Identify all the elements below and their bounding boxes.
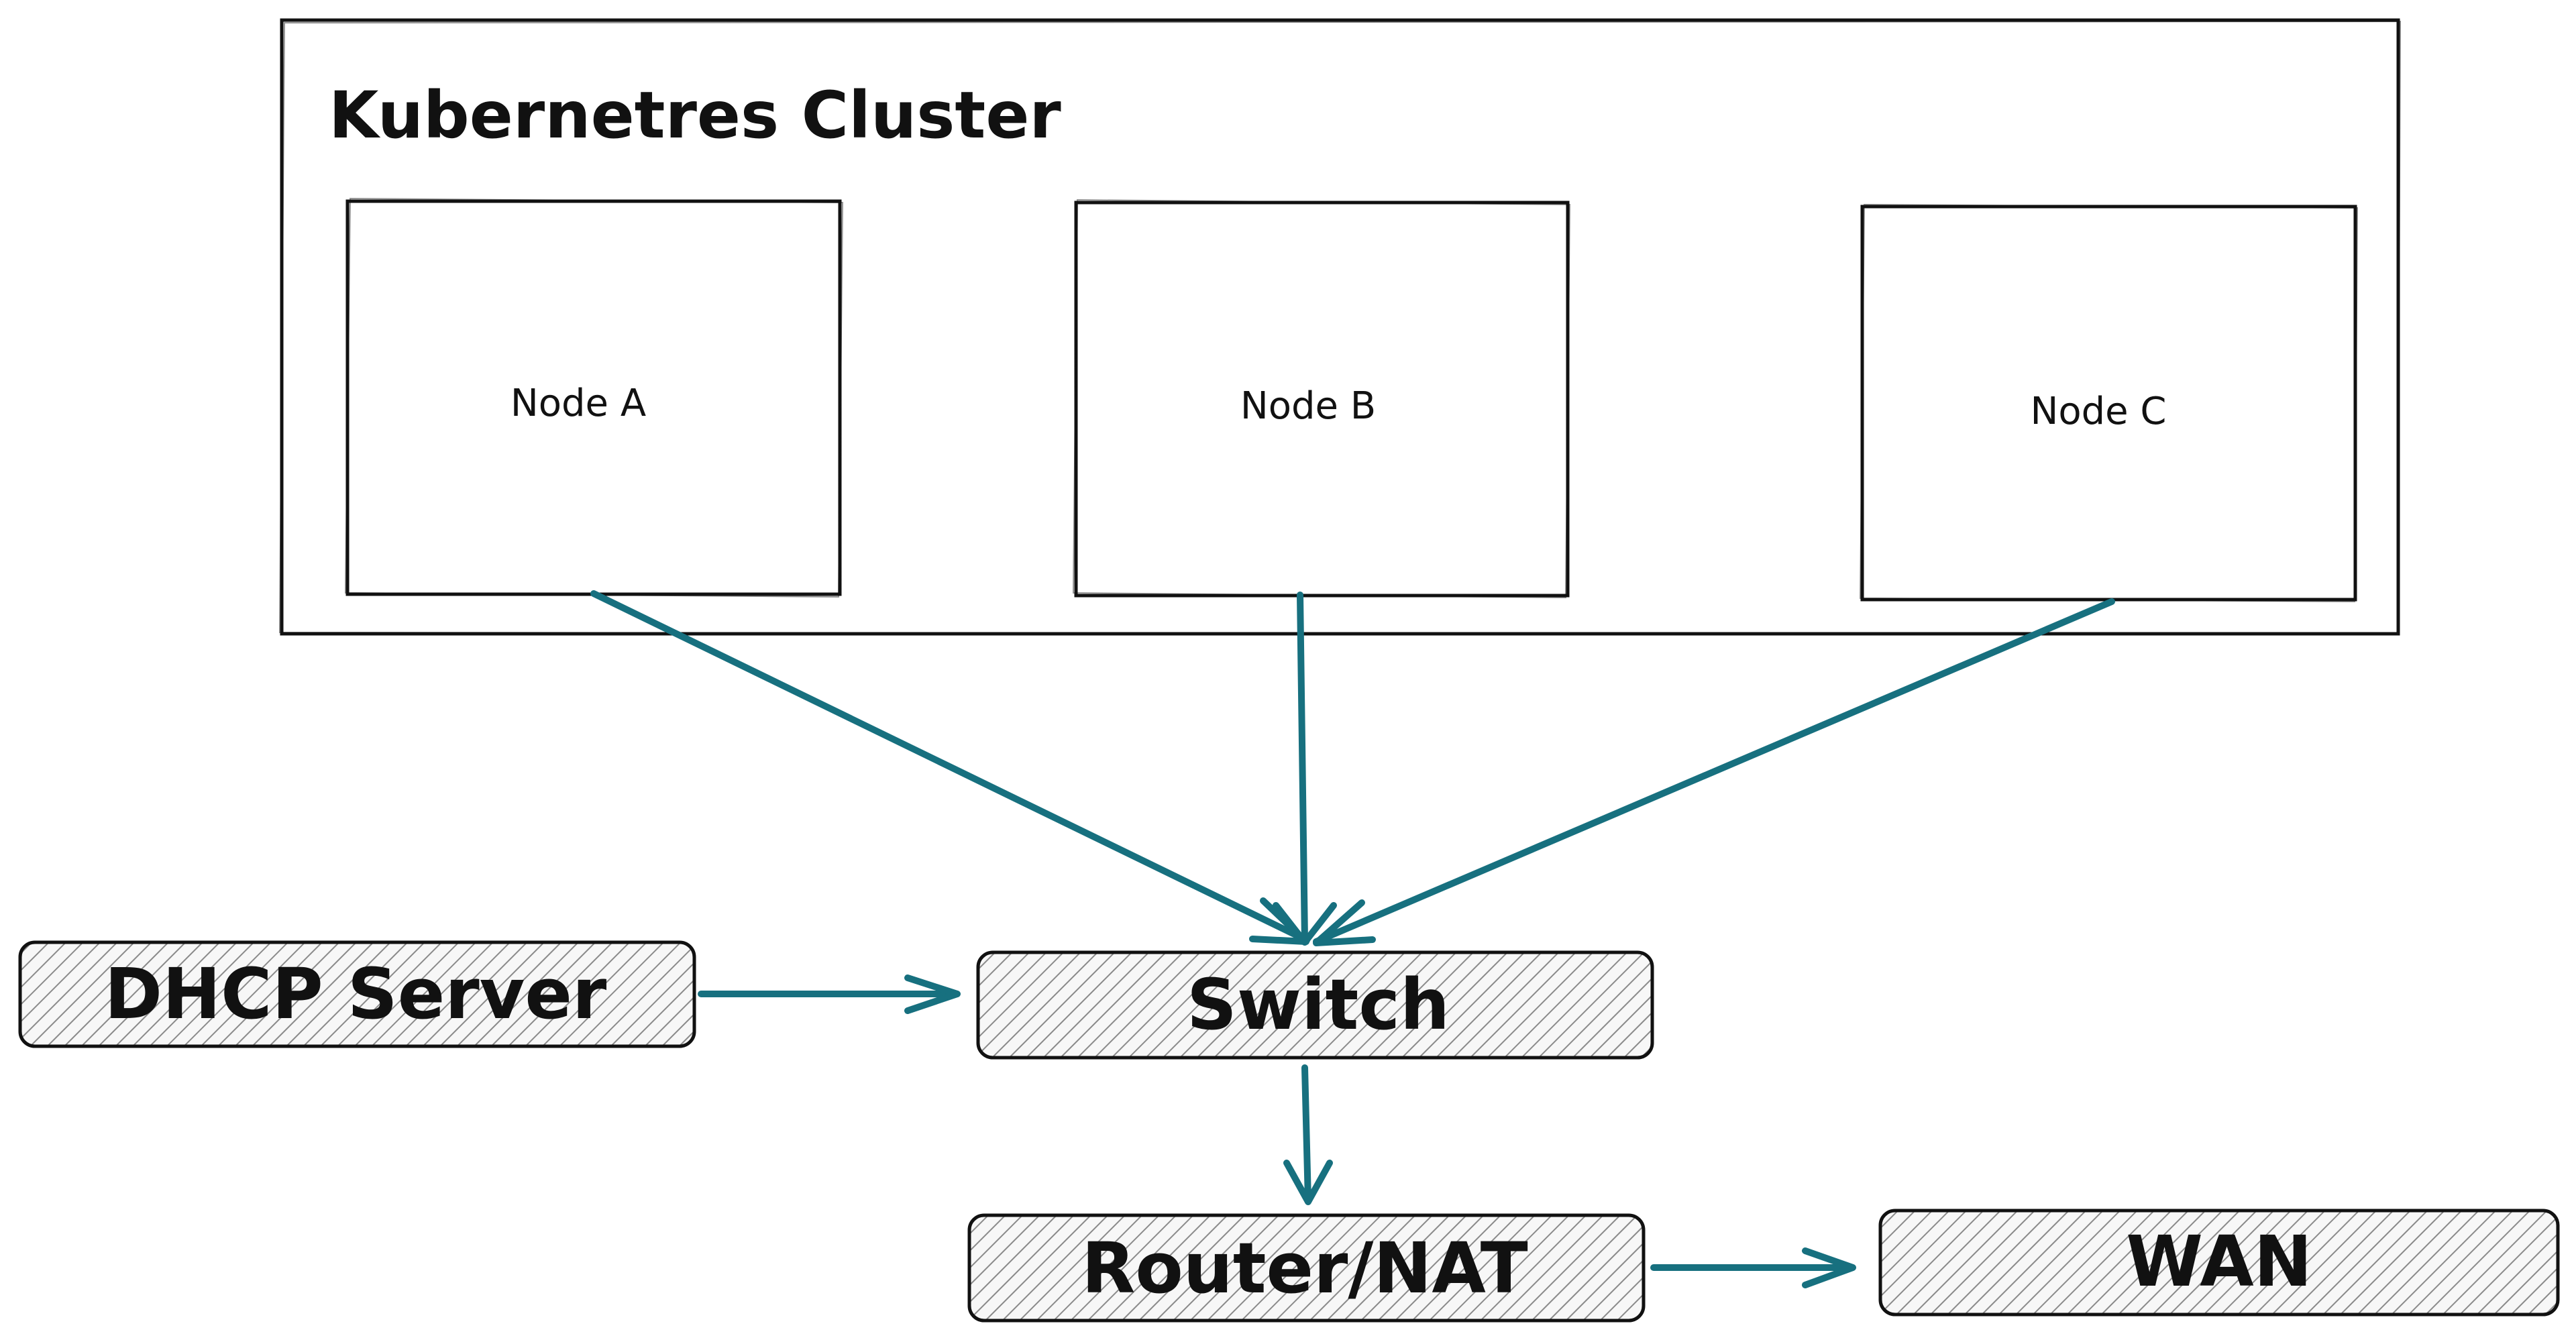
node-c-to-switch-arrow [1313, 598, 2115, 945]
wan-label: WAN [2126, 1221, 2312, 1302]
node-c-sketch-edge [1859, 203, 2359, 603]
node-b-sketch-edge [1072, 199, 1571, 599]
switch-label: Switch [1187, 964, 1450, 1046]
router-nat-label: Router/NAT [1081, 1227, 1528, 1309]
switch-box [976, 950, 1654, 1060]
node-c-to-switch-arrowhead [1313, 899, 1376, 946]
dhcp-to-switch-arrowhead [904, 974, 961, 1014]
dhcp-server-label: DHCP Server [105, 953, 606, 1035]
node-b-label: Node B [1240, 384, 1376, 428]
node-a-box [345, 199, 842, 596]
node-a-to-switch-arrow [590, 590, 1310, 944]
node-c-box [1860, 205, 2357, 602]
router-nat-box [967, 1213, 1646, 1323]
node-b-to-switch-arrowhead [1273, 902, 1337, 946]
switch-to-router-arrowhead [1283, 1160, 1333, 1205]
node-a-sketch-edge [344, 197, 844, 598]
switch-to-router-arrow [1301, 1064, 1311, 1204]
node-b-to-switch-arrow [1297, 592, 1308, 944]
node-c-label: Node C [2030, 390, 2166, 433]
router-to-wan-arrowhead [1802, 1247, 1856, 1288]
wan-box [1878, 1209, 2560, 1317]
node-a-label: Node A [511, 382, 646, 425]
dhcp-server-box [18, 940, 696, 1048]
cluster-sketch-edge [278, 20, 2402, 636]
cluster-title: Kubernetres Cluster [329, 78, 1061, 153]
node-b-box [1074, 201, 1570, 598]
